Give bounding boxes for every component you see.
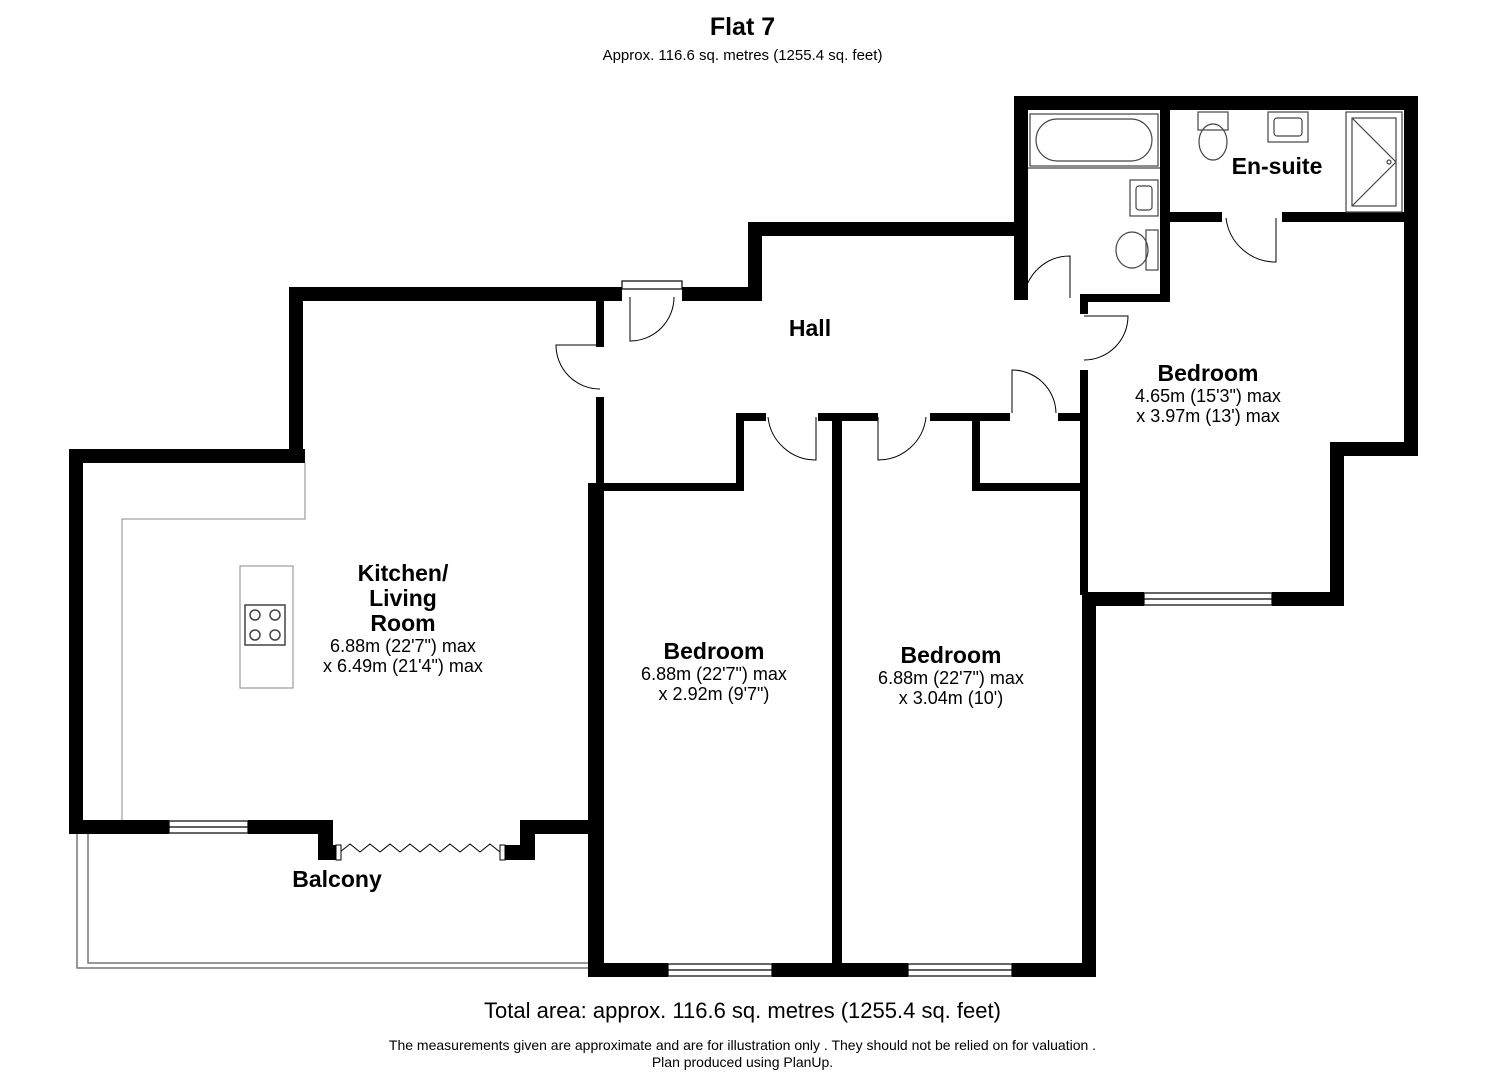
door-swing <box>1225 217 1277 263</box>
wall-segment <box>1160 110 1170 302</box>
wall-segment <box>1080 294 1088 314</box>
wall-segment <box>736 413 766 421</box>
door-swing <box>877 416 927 461</box>
bath-icon <box>1029 113 1159 167</box>
wall-segment <box>736 413 744 491</box>
room-hall: Hall <box>789 316 831 341</box>
wall-segment <box>832 413 842 965</box>
room-name: Balcony <box>292 866 382 892</box>
sink-icon <box>1267 111 1309 143</box>
room-dimensions: x 6.49m (21'4") max <box>323 656 483 676</box>
toilet-icon <box>1145 229 1159 271</box>
wall-segment <box>818 413 878 421</box>
wall-segment <box>1014 96 1418 110</box>
total-area: Total area: approx. 116.6 sq. metres (12… <box>484 998 1001 1023</box>
room-name: Kitchen/ <box>357 560 449 586</box>
wall-segment <box>69 449 83 834</box>
bath-basin <box>1035 118 1153 162</box>
wall-segment <box>588 963 668 977</box>
room-dimensions: x 3.97m (13') max <box>1136 406 1280 426</box>
room-dimensions: x 2.92m (9'7") <box>658 684 770 704</box>
window <box>621 280 683 290</box>
wall-segment <box>1282 212 1418 222</box>
wall-segment <box>1058 413 1088 421</box>
wall-segment <box>972 413 980 491</box>
room-name: Living <box>369 585 437 611</box>
wall-segment <box>318 845 340 860</box>
room-dimensions: 6.88m (22'7") max <box>330 636 476 656</box>
door-swings <box>555 217 1277 461</box>
door-jamb <box>335 844 342 861</box>
room-dimensions: x 3.04m (10') <box>898 688 1004 708</box>
door-jamb <box>499 844 506 861</box>
kitchen-counter <box>121 463 306 820</box>
wall-segment <box>505 845 535 860</box>
wall-segment <box>748 222 1028 236</box>
wall-segment <box>1012 963 1096 977</box>
sink-icon <box>1129 179 1159 217</box>
wall-segment <box>1272 592 1344 606</box>
wall-segment <box>1330 442 1418 456</box>
hob-icon <box>244 604 286 646</box>
wall-segment <box>596 287 604 347</box>
wall-segment <box>248 820 333 834</box>
wall-segment <box>520 820 600 834</box>
room-name: Bedroom <box>663 638 765 664</box>
plan-title: Flat 7 <box>709 13 776 41</box>
room-name: Bedroom <box>900 642 1002 668</box>
plan-subtitle: Approx. 116.6 sq. metres (1255.4 sq. fee… <box>602 47 883 64</box>
wall-segment <box>1014 96 1028 300</box>
room-balcony: Balcony <box>292 867 381 892</box>
wall-segment <box>69 820 169 834</box>
wall-segment <box>682 287 762 301</box>
wall-segment <box>1330 442 1344 606</box>
walls <box>69 96 1418 977</box>
toilet-icon <box>1198 123 1228 161</box>
room-dimensions: 6.88m (22'7") max <box>641 664 787 684</box>
wall-segment <box>69 449 305 463</box>
room-name: Room <box>370 610 436 636</box>
door-swing <box>1011 369 1057 414</box>
room-ensuite: En-suite <box>1232 154 1323 179</box>
wall-segment <box>1082 592 1096 977</box>
room-bedroom-middle: Bedroom 6.88m (22'7") max x 3.04m (10') <box>878 642 1024 709</box>
room-dimensions: 6.88m (22'7") max <box>878 668 1024 688</box>
wall-segment <box>289 287 622 301</box>
windows <box>168 280 1273 977</box>
room-name: Bedroom <box>1157 360 1259 386</box>
toilet-cistern <box>1197 111 1229 131</box>
balcony-outline <box>76 833 588 969</box>
wall-segment <box>930 413 1010 421</box>
bifold-door <box>339 843 501 853</box>
door-swing <box>767 416 817 461</box>
room-bedroom-left: Bedroom 6.88m (22'7") max x 2.92m (9'7") <box>641 638 787 705</box>
room-bedroom-right: Bedroom 4.65m (15'3") max x 3.97m (13') … <box>1135 360 1281 427</box>
wall-segment <box>1404 96 1418 456</box>
room-name: En-suite <box>1231 153 1323 179</box>
door-swing <box>1083 315 1129 361</box>
wall-segment <box>1080 370 1088 595</box>
room-kitchen-living: Kitchen/ Living Room 6.88m (22'7") max x… <box>323 560 483 677</box>
wall-segment <box>588 483 604 973</box>
wall-segment <box>1160 212 1222 222</box>
room-dimensions: 4.65m (15'3") max <box>1135 386 1281 406</box>
room-name: Hall <box>788 315 832 341</box>
wall-segment <box>772 963 908 977</box>
door-swing <box>555 344 601 390</box>
produced-by-text: Plan produced using PlanUp. <box>651 1054 834 1070</box>
wall-segment <box>972 483 1088 491</box>
wall-segment <box>748 222 762 301</box>
wall-segment <box>596 397 604 490</box>
bathroom-fixtures <box>1028 111 1403 271</box>
shower-icon <box>1345 111 1403 213</box>
wall-segment <box>596 483 742 491</box>
disclaimer-text: The measurements given are approximate a… <box>388 1037 1097 1053</box>
door-swing <box>1023 255 1071 299</box>
wall-segment <box>1080 294 1170 302</box>
wall-segment <box>1082 592 1144 606</box>
wall-segment <box>289 287 303 463</box>
door-swing <box>629 296 675 342</box>
